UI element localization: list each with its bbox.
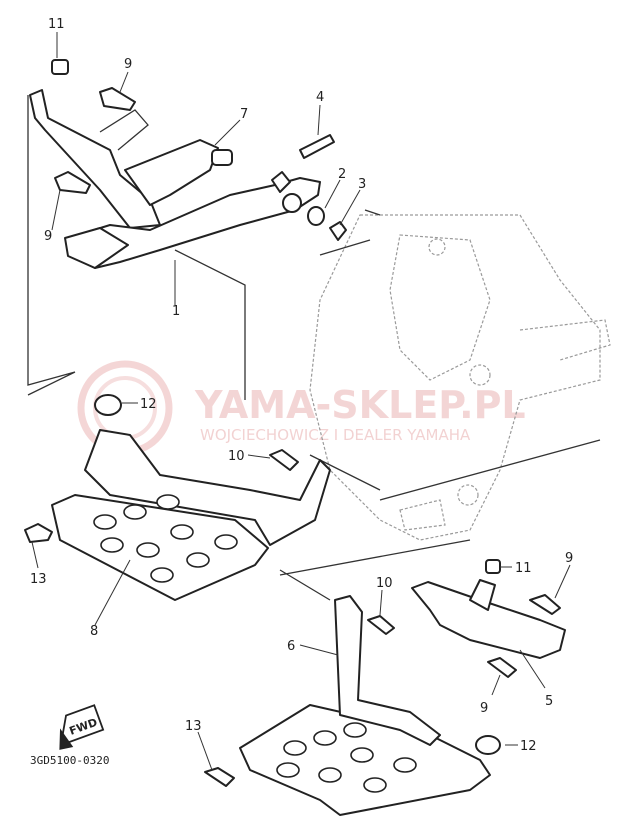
ref-line-1 bbox=[174, 249, 246, 400]
callout-11: 11 bbox=[48, 17, 65, 32]
plate-hole bbox=[100, 537, 124, 553]
watermark-brand: YAMA-SKLEP.PL bbox=[194, 383, 526, 427]
left-footrest-plate bbox=[24, 429, 331, 601]
callout-11: 11 bbox=[515, 561, 532, 576]
plate-hole bbox=[170, 524, 194, 540]
callout-2: 2 bbox=[338, 167, 346, 182]
frame-boss-1 bbox=[428, 238, 446, 256]
ref-line-4 bbox=[319, 209, 381, 256]
callout-7: 7 bbox=[240, 107, 248, 122]
callout-3: 3 bbox=[358, 177, 366, 192]
plate-hole bbox=[136, 542, 160, 558]
brake-pedal-pad bbox=[64, 227, 129, 269]
callout-6: 6 bbox=[287, 639, 295, 654]
callout-9: 9 bbox=[124, 57, 132, 72]
callout-13: 13 bbox=[185, 719, 202, 734]
watermark-subtitle: WOJCIECHOWICZ I DEALER YAMAHA bbox=[200, 426, 471, 444]
plate-hole bbox=[350, 747, 374, 763]
plate-hole bbox=[318, 767, 342, 783]
bracket-arm bbox=[29, 89, 161, 229]
rubber-damper-12-top bbox=[94, 394, 122, 416]
plate-hole bbox=[343, 722, 367, 738]
bracket-pin bbox=[211, 149, 233, 166]
brake-pedal-bracket bbox=[29, 89, 233, 229]
plate-hole bbox=[186, 552, 210, 568]
frame-boss-2 bbox=[469, 364, 491, 386]
plate-hole bbox=[214, 534, 238, 550]
bolt-10-right bbox=[367, 615, 395, 635]
frame-body bbox=[309, 214, 601, 541]
callout-9: 9 bbox=[480, 701, 488, 716]
frame-inner bbox=[389, 234, 491, 381]
nut-11-right bbox=[485, 559, 501, 574]
bracket-spring bbox=[99, 109, 149, 151]
leader-lines bbox=[31, 32, 571, 771]
callout-13: 13 bbox=[30, 572, 47, 587]
plate-hole bbox=[393, 757, 417, 773]
watermark: YAMA-SKLEP.PL WOJCIECHOWICZ I DEALER YAM… bbox=[77, 360, 526, 456]
frame-lower-mount bbox=[399, 499, 446, 531]
brake-pedal bbox=[64, 171, 321, 269]
callout-9: 9 bbox=[44, 229, 52, 244]
bolt-13-left bbox=[24, 523, 53, 543]
right-footrest-bracket bbox=[411, 559, 566, 678]
washer-2 bbox=[307, 206, 325, 226]
bracket-5-tab bbox=[469, 579, 496, 611]
plate-hole bbox=[123, 504, 147, 520]
fwd-arrow-icon: FWD bbox=[59, 704, 105, 750]
clip-3 bbox=[329, 221, 347, 241]
bolt-10-left bbox=[269, 449, 299, 471]
callout-1: 1 bbox=[172, 304, 180, 319]
bolt-9-left bbox=[54, 171, 91, 194]
plate-hole bbox=[156, 494, 180, 510]
callout-10: 10 bbox=[228, 449, 245, 464]
callout-9: 9 bbox=[565, 551, 573, 566]
diagram-code: 3GD5100-0320 bbox=[30, 754, 109, 767]
callout-8: 8 bbox=[90, 624, 98, 639]
plate-hole bbox=[363, 777, 387, 793]
spring-4 bbox=[299, 134, 335, 159]
brake-pedal-tab bbox=[271, 171, 291, 193]
ref-bracket-left bbox=[27, 95, 76, 396]
frame-rear-mount bbox=[519, 319, 611, 361]
callout-12: 12 bbox=[140, 397, 157, 412]
right-footrest-frame bbox=[334, 595, 441, 746]
plate-hole bbox=[283, 740, 307, 756]
bracket-5-body bbox=[411, 581, 566, 659]
nut-11-top bbox=[51, 59, 69, 75]
ref-line-3 bbox=[279, 439, 601, 576]
callout-5: 5 bbox=[545, 694, 553, 709]
bolt-9-right-upper bbox=[529, 594, 561, 615]
callout-10: 10 bbox=[376, 576, 393, 591]
rubber-damper-12-bottom bbox=[475, 735, 501, 755]
plate-hole bbox=[93, 514, 117, 530]
footrest-frame bbox=[84, 429, 331, 546]
plate-hole bbox=[313, 730, 337, 746]
bolt-9-top bbox=[99, 87, 136, 111]
callout-4: 4 bbox=[316, 90, 324, 105]
frame-boss-3 bbox=[457, 484, 479, 506]
brake-pedal-lever bbox=[67, 177, 321, 269]
bolt-9-right-lower bbox=[487, 657, 517, 678]
bracket-plate bbox=[124, 139, 219, 206]
plate-hole bbox=[150, 567, 174, 583]
plate-hole bbox=[276, 762, 300, 778]
brake-pedal-pivot bbox=[282, 193, 302, 213]
callout-12: 12 bbox=[520, 739, 537, 754]
callouts: 11 9 7 4 2 3 9 1 12 10 13 8 10 11 9 6 5 … bbox=[30, 17, 573, 754]
right-footrest-plate bbox=[204, 595, 501, 816]
hardware-top bbox=[51, 59, 347, 241]
bolt-13-right bbox=[204, 767, 235, 787]
frame-outline bbox=[309, 214, 611, 541]
